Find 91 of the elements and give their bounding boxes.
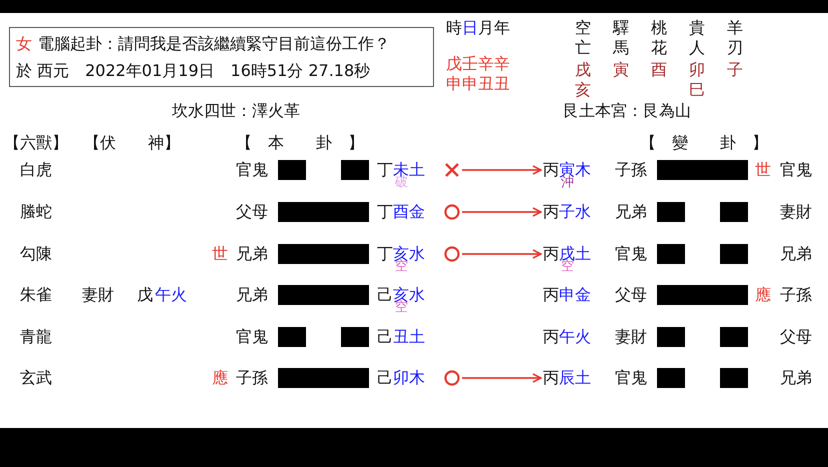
arrow bbox=[462, 207, 542, 217]
column-heading: 【伏 神】 bbox=[84, 132, 180, 154]
spirit-branch: 卯巳 bbox=[689, 60, 706, 100]
stem-label: 己 bbox=[377, 327, 393, 346]
hidden-spirit-label: 妻財 bbox=[82, 284, 114, 306]
spirit-branch: 寅 bbox=[613, 60, 630, 80]
date-text: 於 西元 2022年01月19日 16時51分 27.18秒 bbox=[16, 60, 372, 82]
pillar-stems: 戊壬辛辛 bbox=[446, 53, 510, 75]
spirit-heading: 桃花 bbox=[651, 18, 668, 58]
relation-label: 妻財 bbox=[780, 201, 812, 223]
relation-label: 兄弟 bbox=[780, 243, 812, 265]
relation-label: 官鬼 bbox=[236, 326, 268, 348]
cross-mark bbox=[444, 162, 460, 178]
spirit-heading: 貴人 bbox=[689, 18, 706, 58]
relation-label: 子孫 bbox=[615, 159, 647, 181]
stem-label: 丁 bbox=[377, 244, 393, 263]
branch-label: 申金 bbox=[559, 285, 591, 304]
gender-label: 女 bbox=[16, 34, 32, 53]
pillar-heading: 時 bbox=[446, 17, 462, 39]
stem-label: 丁 bbox=[377, 160, 393, 179]
spirit-branch: 子 bbox=[727, 60, 744, 80]
branch-label: 午火 bbox=[559, 327, 591, 346]
title-box bbox=[9, 27, 434, 87]
spirit-heading: 空亡 bbox=[575, 18, 592, 58]
branch-label: 亥水 bbox=[393, 285, 425, 304]
relation-label: 兄弟 bbox=[236, 243, 268, 265]
stem-label: 丙 bbox=[543, 285, 559, 304]
stem-label: 戊 bbox=[137, 284, 153, 306]
relation-label: 兄弟 bbox=[236, 284, 268, 306]
branch-label: 辰土 bbox=[559, 368, 591, 387]
column-heading: 【 變 卦 】 bbox=[640, 132, 768, 154]
status-note: 空 bbox=[395, 261, 408, 273]
relation-label: 子孫 bbox=[780, 284, 812, 306]
arrow bbox=[462, 165, 542, 175]
branch-label: 卯木 bbox=[393, 368, 425, 387]
relation-label: 兄弟 bbox=[780, 367, 812, 389]
spirit-name: 螣蛇 bbox=[20, 201, 52, 223]
relation-label: 父母 bbox=[615, 284, 647, 306]
circle-mark bbox=[444, 370, 460, 386]
stem-label: 丙 bbox=[543, 202, 559, 221]
branch-label: 亥水 bbox=[393, 244, 425, 263]
stem-label: 丙 bbox=[543, 368, 559, 387]
spirit-name: 白虎 bbox=[20, 159, 52, 181]
position-mark: 應 bbox=[755, 284, 771, 306]
spirit-name: 朱雀 bbox=[20, 284, 52, 306]
pillar-heading: 日 bbox=[462, 17, 478, 39]
spirit-name: 青龍 bbox=[20, 326, 52, 348]
stem-label: 己 bbox=[377, 285, 393, 304]
status-note: 空 bbox=[395, 302, 408, 314]
hexagram-name: 坎水四世：澤火革 bbox=[172, 100, 300, 122]
palace-name: 艮土本宮：艮為山 bbox=[563, 100, 691, 122]
relation-label: 官鬼 bbox=[615, 367, 647, 389]
relation-label: 妻財 bbox=[615, 326, 647, 348]
relation-label: 父母 bbox=[236, 201, 268, 223]
relation-label: 子孫 bbox=[236, 367, 268, 389]
branch-label: 丑土 bbox=[393, 327, 425, 346]
spirit-branch: 戌亥 bbox=[575, 60, 592, 100]
branch-label: 子水 bbox=[559, 202, 591, 221]
stem-label: 丙 bbox=[543, 244, 559, 263]
relation-label: 父母 bbox=[780, 326, 812, 348]
status-note: 空 bbox=[561, 261, 574, 273]
relation-label: 官鬼 bbox=[780, 159, 812, 181]
relation-label: 兄弟 bbox=[615, 201, 647, 223]
stem-label: 丙 bbox=[543, 327, 559, 346]
spirit-heading: 羊刃 bbox=[727, 18, 744, 58]
arrow bbox=[462, 249, 542, 259]
circle-mark bbox=[444, 204, 460, 220]
status-note: 沖 bbox=[561, 177, 574, 189]
spirit-heading: 驛馬 bbox=[613, 18, 630, 58]
position-mark: 世 bbox=[755, 159, 771, 181]
column-heading: 【 本 卦 】 bbox=[236, 132, 364, 154]
column-heading: 【六獸】 bbox=[4, 132, 68, 154]
stem-label: 丙 bbox=[543, 160, 559, 179]
circle-mark bbox=[444, 246, 460, 262]
stem-label: 己 bbox=[377, 368, 393, 387]
branch-label: 寅木 bbox=[559, 160, 591, 179]
stem-label: 丁 bbox=[377, 202, 393, 221]
arrow bbox=[462, 373, 542, 383]
pillar-heading: 月年 bbox=[478, 17, 510, 39]
pillar-branches: 申申丑丑 bbox=[446, 73, 510, 95]
position-mark: 應 bbox=[212, 367, 228, 389]
spirit-name: 勾陳 bbox=[20, 243, 52, 265]
spirit-branch: 酉 bbox=[651, 60, 668, 80]
relation-label: 官鬼 bbox=[615, 243, 647, 265]
question-text: 電腦起卦：請問我是否該繼續緊守目前這份工作？ bbox=[38, 34, 390, 53]
position-mark: 世 bbox=[212, 243, 228, 265]
branch-label: 酉金 bbox=[393, 202, 425, 221]
status-note: 破 bbox=[395, 177, 408, 189]
relation-label: 官鬼 bbox=[236, 159, 268, 181]
spirit-name: 玄武 bbox=[20, 367, 52, 389]
branch-label: 午火 bbox=[155, 284, 187, 306]
